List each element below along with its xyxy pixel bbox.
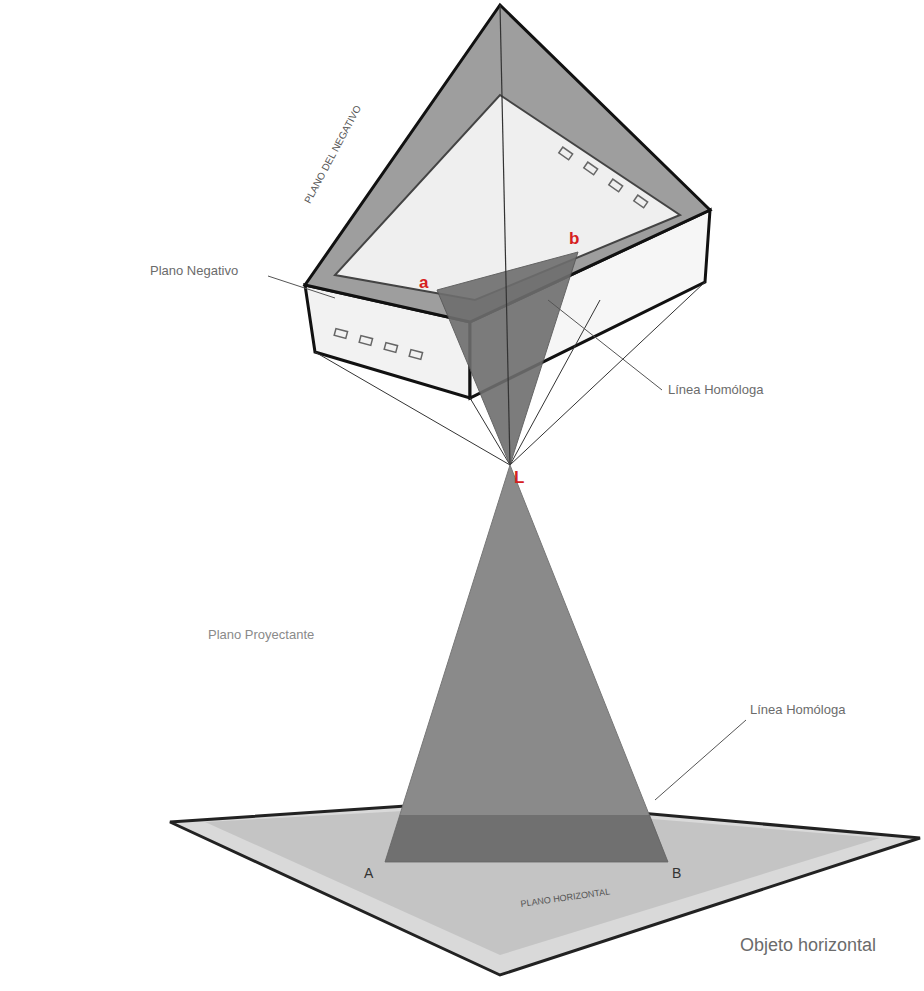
object-plane — [170, 800, 920, 975]
projecting-plane — [385, 465, 668, 862]
callout-label: Plano Proyectante — [208, 628, 314, 642]
object-plane-inner — [205, 806, 880, 955]
plane-caption: PLANO DEL NEGATIVO — [302, 103, 363, 205]
callout-label: Línea Homóloga — [750, 703, 845, 717]
homologous-line-shadow — [385, 815, 668, 862]
optical-axis — [500, 5, 510, 465]
callout-label: Línea Homóloga — [668, 383, 763, 397]
negative-plane — [335, 95, 680, 300]
point-label: b — [569, 230, 579, 249]
point-label: a — [419, 274, 428, 293]
point-label: A — [364, 866, 373, 881]
figure-caption: Objeto horizontal — [740, 936, 876, 956]
leader-lines — [268, 276, 746, 800]
callout-label: Plano Negativo — [150, 264, 238, 278]
point-label: B — [672, 866, 681, 881]
point-label: L — [514, 469, 524, 488]
